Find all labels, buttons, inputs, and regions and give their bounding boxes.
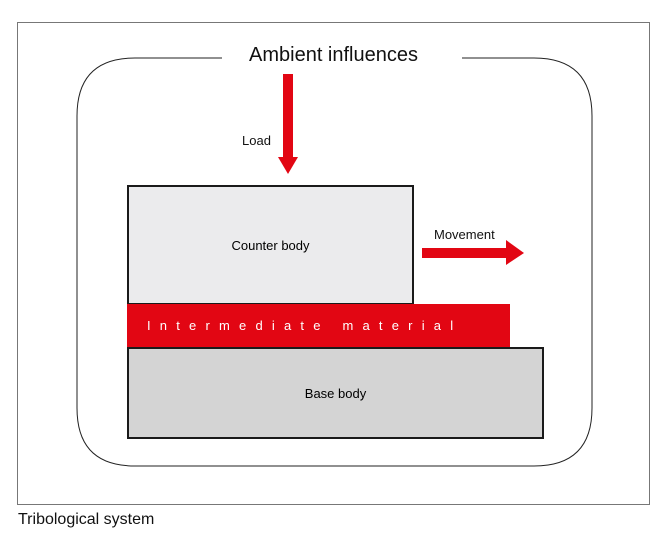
intermediate-material: Intermediate material [127, 304, 510, 347]
figure-caption: Tribological system [18, 511, 155, 528]
title-text: Ambient influences [229, 44, 438, 66]
intermediate-material-label: Intermediate material [147, 318, 463, 333]
movement-label: Movement [434, 227, 495, 242]
movement-arrow-shaft [422, 248, 508, 258]
load-arrow-head [278, 157, 298, 174]
counter-body-label: Counter body [231, 237, 310, 253]
base-body-label: Base body [304, 385, 367, 401]
movement-arrow [422, 240, 524, 265]
movement-arrow-head [506, 240, 524, 265]
ambient-influences-title: Ambient influences [0, 44, 667, 67]
ambient-boundary [76, 57, 593, 467]
base-body: Base body [127, 347, 544, 439]
load-arrow-shaft [283, 74, 293, 158]
load-arrow [278, 74, 298, 174]
outer-frame [17, 22, 650, 505]
load-label: Load [242, 133, 271, 148]
counter-body: Counter body [127, 185, 414, 305]
